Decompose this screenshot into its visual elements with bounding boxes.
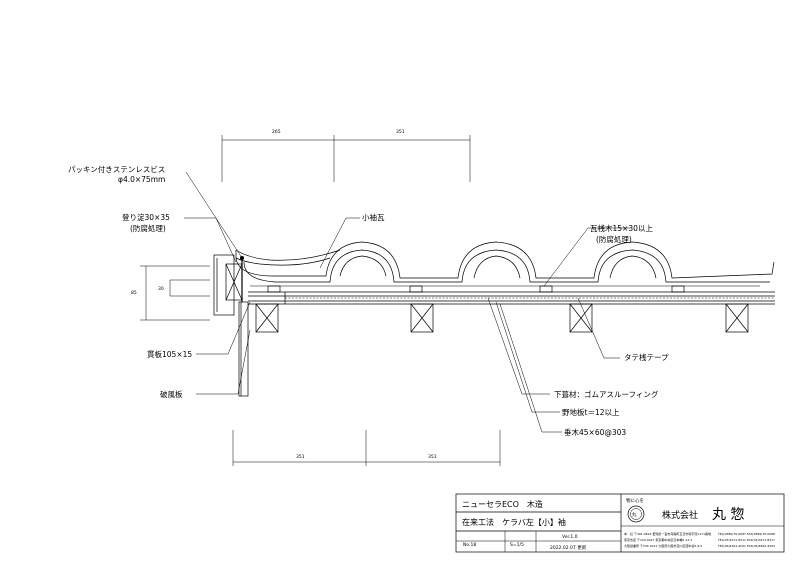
title-block: ニューセラECO 木造 在来工法 ケラバ左【小】袖 No.18 S=1/5 Ve…	[455, 493, 785, 553]
side-dimension: 85 30	[131, 265, 210, 321]
top-dimension: 265 351	[221, 129, 471, 182]
tb-no: No.18	[463, 542, 476, 548]
roof-tiles	[235, 241, 775, 287]
rafter-3	[569, 303, 593, 333]
sheathing-layers	[248, 291, 775, 305]
tb-scale: S=1/5	[510, 542, 524, 548]
dim-top-left: 265	[272, 129, 281, 135]
label-edge-batten: 登り淀30×35	[122, 212, 170, 222]
dim-top-right: 351	[396, 129, 405, 135]
label-screw-size: φ4.0×75mm	[118, 175, 165, 184]
tb-method: 在来工法 ケラバ左【小】袖	[462, 517, 566, 527]
tb-addr3: 大阪営業所 〒532-0011 大阪府大阪市淀川区西中島5-9-5	[624, 543, 702, 548]
dim-side-a: 85	[131, 290, 137, 296]
dim-bottom-left: 351	[296, 454, 305, 460]
label-tile-batten: 瓦桟木15×30以上	[590, 223, 653, 233]
tb-company: 株式会社	[662, 509, 698, 521]
label-edge-batten-treat: (防腐処理)	[130, 223, 166, 233]
tb-version: Ver.1.0	[562, 534, 578, 540]
rafters	[255, 303, 749, 333]
label-sheathing: 野地板t＝12以上	[562, 407, 620, 417]
dim-bottom-right: 351	[428, 454, 437, 460]
label-screw: パッキン付きステンレスビス	[68, 164, 165, 174]
tb-addr1: 本 社 〒491-0823 愛知県一宮市丹陽町五日市場字流1171番地	[624, 531, 711, 536]
tb-addr2: 東京支店 〒103-0027 東京都中央区日本橋2-13-1	[624, 537, 692, 542]
dim-side-b: 30	[158, 286, 164, 292]
label-underlay: 下葺材：ゴムアスルーフィング	[554, 389, 659, 399]
rafter-4	[725, 303, 749, 333]
rafter-1	[255, 303, 279, 333]
label-tate-tape: タテ桟テープ	[624, 352, 669, 362]
label-nuki: 貫板105×15	[147, 349, 192, 359]
tb-slogan: 物に心を	[626, 497, 644, 504]
edge-batten	[213, 254, 243, 316]
label-hafu: 破風板	[160, 389, 183, 399]
tb-product: ニューセラECO 木造	[462, 499, 543, 509]
tb-tel3: TEL(06)6304-4501 FAX(06)6304-4504	[717, 544, 775, 548]
screw	[240, 256, 244, 302]
leader-lines	[184, 171, 630, 433]
tb-date: 2022.02.07 更新	[550, 544, 587, 551]
tile-battens	[267, 285, 685, 293]
rafter-2	[410, 303, 434, 333]
bottom-dimension: 351 351	[232, 430, 501, 466]
tb-tel2: TEL(03)3271-8311 FAX(03)3271-8317	[717, 538, 775, 542]
tb-tel1: TEL(0586)76-0087 FAX(0586)76-0088	[717, 532, 775, 536]
label-rafter: 垂木45×60@303	[564, 427, 626, 437]
hafu-board	[238, 301, 249, 397]
svg-text:丸: 丸	[632, 511, 637, 518]
label-tile: 小袖瓦	[362, 212, 385, 222]
company-logo: 丸	[627, 505, 645, 523]
label-tile-batten-treat: (防腐処理)	[596, 234, 632, 244]
tb-company-name: 丸 惣	[712, 507, 744, 523]
